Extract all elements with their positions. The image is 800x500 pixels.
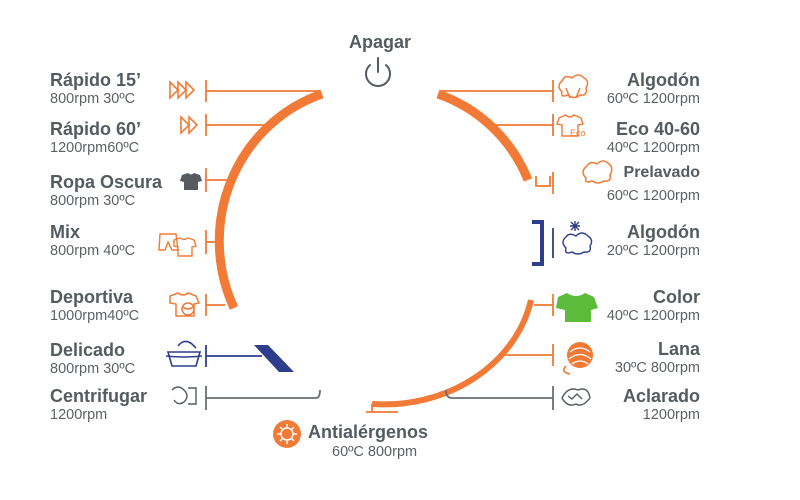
program-name: Deportiva <box>50 287 134 307</box>
program-aclarado[interactable]: Aclarado 1200rpm <box>623 386 700 424</box>
program-rapido-60[interactable]: Rápido 60’ 1200rpm60ºC <box>50 119 141 157</box>
prewash-icon <box>582 160 613 184</box>
program-centrifugar[interactable]: Centrifugar 1200rpm <box>50 386 147 424</box>
program-delicado[interactable]: Delicado 800rpm 30ºC <box>50 340 135 378</box>
program-eco-40-60[interactable]: Eco 40-60 40ºC 1200rpm <box>607 119 700 157</box>
wool-icon <box>562 342 593 375</box>
cotton-icon <box>558 74 589 99</box>
program-name: Algodón <box>627 222 700 242</box>
program-name: Rápido 60’ <box>50 119 142 139</box>
program-spec: 60ºC 1200rpm <box>606 91 700 107</box>
program-spec: 1200rpm <box>50 407 108 423</box>
allergen-icon <box>273 420 301 448</box>
program-name: Centrifugar <box>50 386 148 406</box>
program-name: Aclarado <box>622 386 700 406</box>
double-forward-icon <box>180 115 199 135</box>
program-mix[interactable]: Mix 800rpm 40ºC <box>50 222 135 260</box>
program-spec: 800rpm 30ºC <box>50 361 136 377</box>
right-connectors <box>440 80 554 366</box>
program-spec: 30ºC 800rpm <box>614 360 700 376</box>
program-name: Delicado <box>50 340 126 360</box>
power-icon <box>365 57 391 87</box>
triple-forward-icon <box>169 80 196 100</box>
program-spec: 800rpm 30ºC <box>50 91 136 107</box>
eco-shirt-icon: Eco <box>556 114 586 138</box>
spin-icon <box>171 386 197 405</box>
sport-shirt-icon <box>169 292 201 317</box>
program-name: Antialérgenos <box>308 422 429 442</box>
program-algodon-cold[interactable]: Algodón 20ºC 1200rpm <box>607 222 700 260</box>
program-color[interactable]: Color 40ºC 1200rpm <box>607 287 700 325</box>
program-name: Algodón <box>627 70 700 90</box>
delicado-connector <box>205 345 294 372</box>
program-deportiva[interactable]: Deportiva 1000rpm40ºC <box>50 287 139 325</box>
eco-text: Eco <box>570 128 586 138</box>
dial-arc-right-top <box>436 89 533 182</box>
centrifugar-connector <box>205 386 321 410</box>
program-spec: 60ºC 1200rpm <box>606 188 700 204</box>
program-spec: 60ºC 800rpm <box>332 444 418 460</box>
program-name: Ropa Oscura <box>50 172 163 192</box>
program-name: Lana <box>657 339 700 359</box>
program-spec: 800rpm 40ºC <box>50 243 136 259</box>
program-spec: 40ºC 1200rpm <box>606 308 700 324</box>
dial-arc-right-bottom <box>371 299 534 408</box>
program-spec: 800rpm 30ºC <box>50 193 136 209</box>
cold-cotton-icon <box>562 221 593 255</box>
program-name: Mix <box>50 222 81 242</box>
program-prelavado[interactable]: Prelavado 60ºC 1200rpm <box>607 163 700 205</box>
power-label: Apagar <box>348 32 411 52</box>
program-name: Rápido 15’ <box>50 70 142 90</box>
program-name: Color <box>653 287 700 307</box>
cold-cotton-connector <box>532 220 554 266</box>
program-ropa-oscura[interactable]: Ropa Oscura 800rpm 30ºC <box>50 172 162 210</box>
color-shirt-icon <box>556 293 598 322</box>
program-lana[interactable]: Lana 30ºC 800rpm <box>615 339 700 377</box>
bottom-connector <box>366 404 398 413</box>
program-spec: 20ºC 1200rpm <box>606 243 700 259</box>
mixed-clothes-icon <box>158 233 197 257</box>
dial-arc-left <box>214 89 324 310</box>
program-spec: 40ºC 1200rpm <box>606 140 700 156</box>
program-spec: 1200rpm <box>642 407 700 423</box>
rinse-icon <box>561 388 591 406</box>
program-spec: 1200rpm60ºC <box>50 140 140 156</box>
aclarado-connector <box>445 386 554 410</box>
dark-shirt-icon <box>180 173 202 190</box>
power-off-button[interactable]: Apagar <box>330 32 430 53</box>
handwash-icon <box>165 340 203 367</box>
program-rapido-15[interactable]: Rápido 15’ 800rpm 30ºC <box>50 70 141 108</box>
program-algodon[interactable]: Algodón 60ºC 1200rpm <box>607 70 700 108</box>
left-connectors <box>205 80 320 316</box>
program-name: Prelavado <box>623 164 700 181</box>
program-name: Eco 40-60 <box>615 119 700 139</box>
program-spec: 1000rpm40ºC <box>50 308 140 324</box>
